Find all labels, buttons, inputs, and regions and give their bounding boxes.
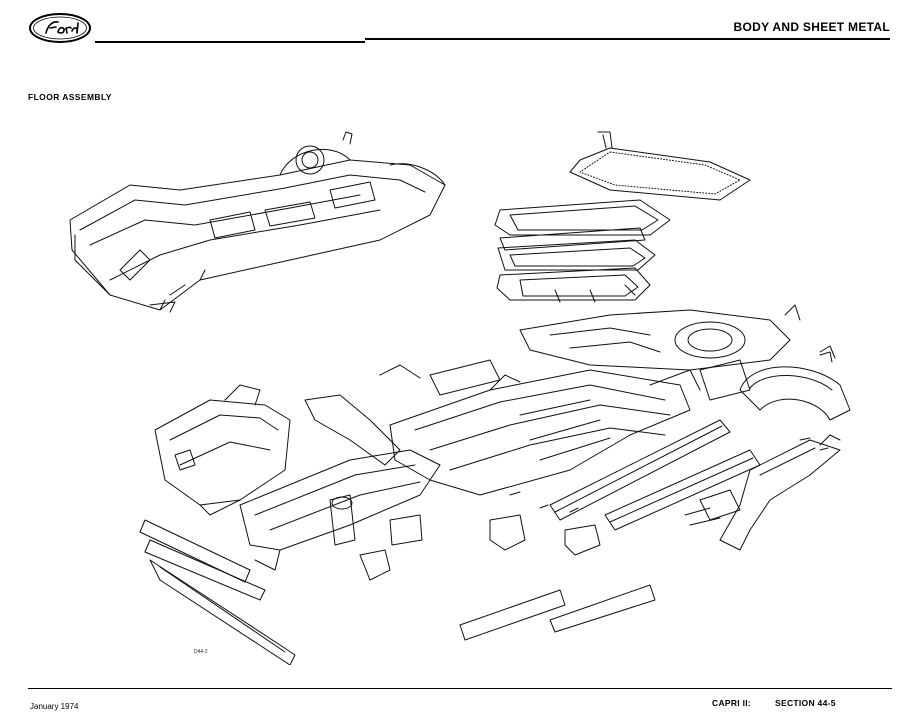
footer-section: SECTION 44-5 xyxy=(775,698,836,708)
footer-date: January 1974 xyxy=(30,702,79,711)
figure-reference-code: D44-2 xyxy=(194,649,208,655)
main-floor-pan xyxy=(379,359,701,496)
rear-floor-pan xyxy=(519,304,836,371)
rear-chassis-legs xyxy=(684,434,841,551)
section-heading: FLOOR ASSEMBLY xyxy=(28,92,112,102)
front-crossmember xyxy=(239,394,441,571)
header-rule-right xyxy=(365,38,890,40)
floor-assembly-illustration xyxy=(50,120,870,665)
page-header-title: BODY AND SHEET METAL xyxy=(733,20,890,34)
footer-model: CAPRI II: xyxy=(712,698,752,708)
rear-wheel-arches xyxy=(699,359,851,421)
header-rule-left xyxy=(95,41,365,43)
footer-rule xyxy=(28,688,892,689)
assembled-floor-pan xyxy=(69,131,446,313)
ford-logo xyxy=(28,12,92,44)
small-brackets xyxy=(359,351,833,581)
front-aprons xyxy=(139,519,296,665)
shelf-panels xyxy=(494,131,751,303)
front-bulkhead xyxy=(154,384,291,516)
side-sills xyxy=(459,419,761,641)
